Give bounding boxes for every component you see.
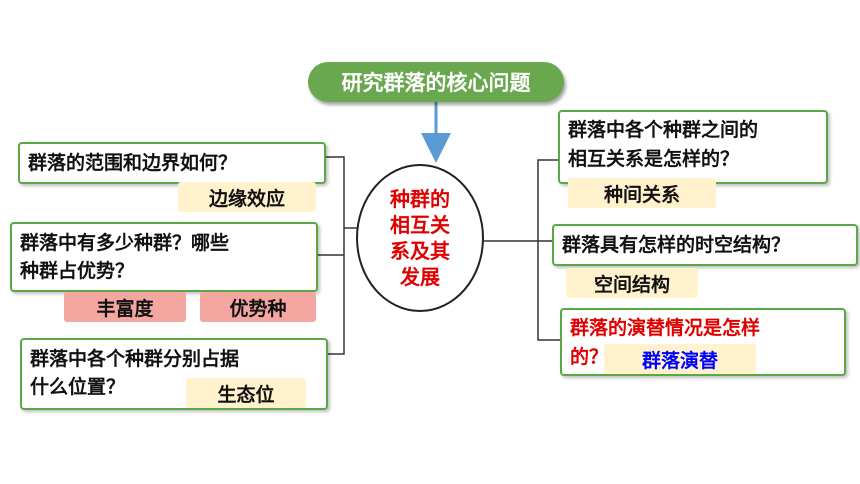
left-question-3-line1: 群落中各个种群分别占据 xyxy=(30,348,240,370)
right-question-2-text: 群落具有怎样的时空结构？ xyxy=(562,234,791,256)
tag-niche: 生态位 xyxy=(186,378,306,408)
tag-interspecific-relation: 种间关系 xyxy=(568,178,716,208)
center-line-1: 种群的 xyxy=(390,187,450,211)
right-question-2: 群落具有怎样的时空结构？ xyxy=(552,224,858,266)
title-pill: 研究群落的核心问题 xyxy=(308,62,564,102)
left-question-2: 群落中有多少种群？哪些 种群占优势？ xyxy=(10,222,318,292)
right-question-1-line2: 相互关系是怎样的？ xyxy=(568,148,740,170)
left-question-2-line1: 群落中有多少种群？哪些 xyxy=(20,232,230,254)
left-question-1-text: 群落的范围和边界如何？ xyxy=(28,152,238,174)
center-line-4: 发展 xyxy=(400,265,440,289)
center-line-2: 相互关 xyxy=(390,213,450,237)
right-question-1-line1: 群落中各个种群之间的 xyxy=(568,119,759,141)
right-question-1: 群落中各个种群之间的 相互关系是怎样的？ xyxy=(558,110,828,184)
tag-spatial-structure: 空间结构 xyxy=(566,268,698,298)
right-question-3-line1: 群落的演替情况是怎样 xyxy=(570,317,761,339)
center-line-3: 系及其 xyxy=(390,239,450,263)
left-question-2-line2: 种群占优势？ xyxy=(20,260,135,282)
left-question-1: 群落的范围和边界如何？ xyxy=(18,142,326,184)
tag-edge-effect: 边缘效应 xyxy=(178,182,316,212)
tag-dominant-species: 优势种 xyxy=(200,292,316,322)
left-question-3-line2: 什么位置？ xyxy=(30,376,126,398)
center-circle: 种群的 相互关 系及其 发展 xyxy=(356,164,484,312)
tag-succession: 群落演替 xyxy=(604,344,756,374)
tag-richness: 丰富度 xyxy=(64,292,186,322)
right-question-3-line2: 的？ xyxy=(570,346,609,368)
right-bracket xyxy=(537,159,560,341)
